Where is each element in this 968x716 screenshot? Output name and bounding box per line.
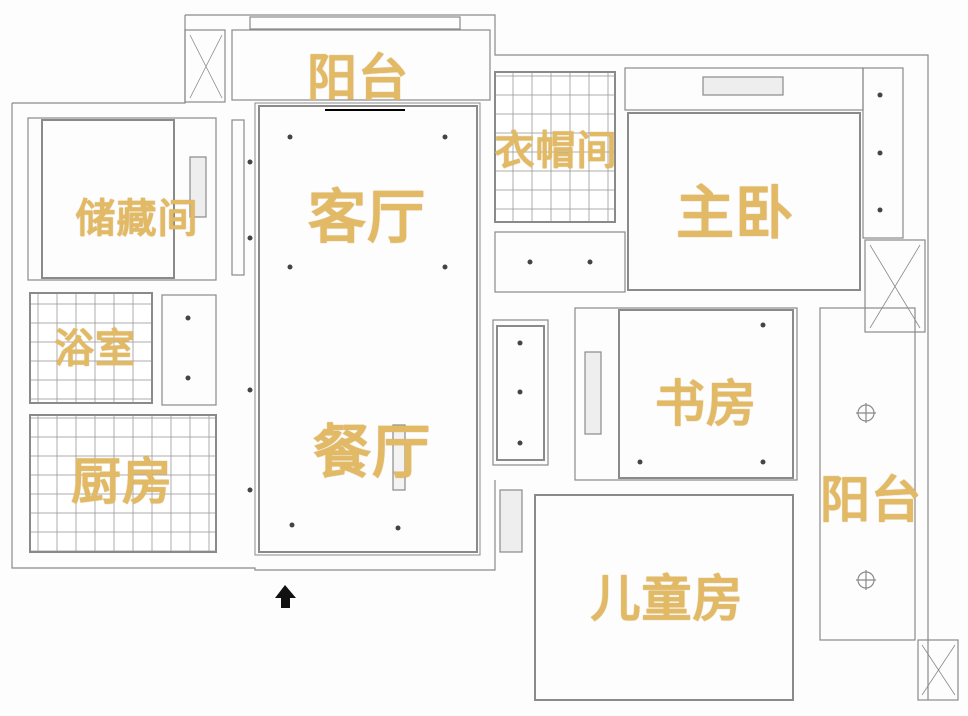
label-balcony-top: 阳台 — [307, 49, 409, 107]
bath-closet — [161, 294, 217, 406]
label-living-room: 客厅 — [307, 183, 427, 251]
arrow-up-icon — [275, 585, 296, 608]
storage-room — [41, 119, 175, 279]
master-bedroom-room — [627, 112, 861, 291]
light-fixtures — [185, 92, 883, 531]
label-master-bedroom: 主卧 — [675, 179, 795, 247]
bathroom-room — [29, 292, 153, 404]
label-balcony-right: 阳台 — [820, 471, 922, 529]
label-bathroom: 浴室 — [54, 326, 136, 372]
living-dining-room — [258, 105, 478, 553]
kids-room — [534, 494, 794, 701]
kitchen-room — [29, 414, 217, 553]
label-storage: 储藏间 — [75, 196, 199, 242]
balcony-top — [231, 29, 491, 101]
label-kitchen: 厨房 — [71, 453, 173, 511]
shaft-right — [864, 239, 926, 333]
balcony-right — [819, 307, 916, 641]
shaft-top-left — [184, 29, 226, 103]
cloakroom-room — [494, 71, 616, 223]
label-dining-room: 餐厅 — [312, 418, 432, 486]
label-cloakroom: 衣帽间 — [494, 128, 618, 174]
study-room — [618, 309, 794, 479]
label-study: 书房 — [655, 375, 757, 433]
label-kids-room: 儿童房 — [590, 570, 744, 628]
